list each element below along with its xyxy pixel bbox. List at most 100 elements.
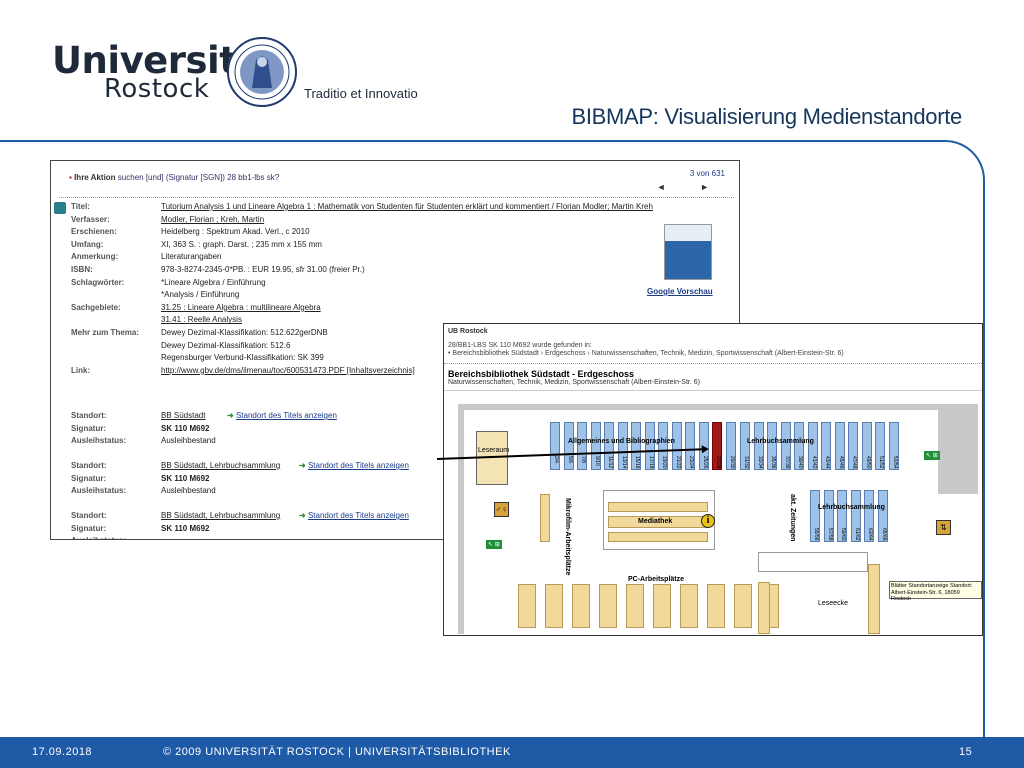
paging-count: 3 von 631 bbox=[689, 169, 725, 178]
shelf[interactable] bbox=[837, 490, 847, 542]
shelf-code: 13/14 bbox=[620, 456, 627, 469]
field-label: Sachgebiete: bbox=[71, 302, 121, 312]
pc-desk[interactable] bbox=[653, 584, 671, 628]
shelf[interactable] bbox=[861, 422, 872, 470]
shelf[interactable] bbox=[821, 422, 831, 470]
shelf[interactable] bbox=[767, 422, 777, 470]
shelf[interactable] bbox=[658, 422, 668, 470]
shelf-code: 21/22 bbox=[674, 456, 681, 469]
shelf[interactable] bbox=[780, 422, 791, 470]
motto: Traditio et Innovatio bbox=[304, 86, 418, 101]
holding-value[interactable]: BB Südstadt, Lehrbuchsammlung bbox=[161, 461, 281, 470]
catalog-field-row: Dewey Dezimal-Klassifikation: 512.6 bbox=[71, 341, 731, 352]
shelf-code: 9/10 bbox=[593, 456, 600, 466]
field-value[interactable]: 31.25 : Lineare Algebra : multilineare A… bbox=[161, 302, 321, 312]
shelf[interactable] bbox=[725, 422, 736, 470]
shelf[interactable] bbox=[644, 422, 655, 470]
shelf-code: 35/36 bbox=[770, 456, 776, 469]
footer-date: 17.09.2018 bbox=[32, 746, 93, 758]
pc-desk[interactable] bbox=[572, 584, 590, 628]
paging-arrows[interactable]: ◄ ► bbox=[656, 182, 725, 192]
pc-desk[interactable] bbox=[707, 584, 725, 628]
location-tooltip: Blätter Standortanzeige Standort: Albert… bbox=[889, 581, 982, 602]
holding-row: Standort:BB Südstadt, Lehrbuchsammlung➜ … bbox=[71, 461, 731, 472]
catalog-search-bar: ▪ Ihre Aktion suchen [und] (Signatur [SG… bbox=[59, 169, 729, 197]
shelf[interactable] bbox=[577, 422, 587, 470]
shelf[interactable] bbox=[877, 490, 888, 542]
pc-desk[interactable] bbox=[626, 584, 644, 628]
arrow-right-icon: ➜ bbox=[299, 461, 308, 470]
shelf[interactable] bbox=[823, 490, 834, 542]
shelf[interactable] bbox=[563, 422, 574, 470]
show-location-group: ➜ Standort des Titels anzeigen bbox=[293, 461, 409, 470]
shelf[interactable] bbox=[875, 422, 885, 470]
shelf[interactable] bbox=[834, 422, 845, 470]
holding-row: Ausleihstatus:Ausleihbestand bbox=[71, 436, 731, 447]
pc-desk[interactable] bbox=[680, 584, 698, 628]
field-label: Mehr zum Thema: bbox=[71, 328, 140, 337]
shelf-group-label-textbooks-2: Lehrbuchsammlung bbox=[818, 504, 885, 511]
field-value: XI, 363 S. : graph. Darst. ; 235 mm x 15… bbox=[161, 239, 322, 249]
show-location-link[interactable]: Standort des Titels anzeigen bbox=[307, 461, 409, 470]
shelf[interactable] bbox=[631, 422, 641, 470]
shelf-code: 55/56 bbox=[813, 528, 819, 541]
footer-bar: 17.09.2018 © 2009 UNIVERSITÄT ROSTOCK | … bbox=[0, 737, 1024, 768]
catalog-field-row: Sachgebiete: 31.25 : Lineare Algebra : mu… bbox=[71, 303, 731, 314]
field-label: Anmerkung: bbox=[71, 252, 119, 262]
pc-desk[interactable] bbox=[599, 584, 617, 628]
shelf[interactable] bbox=[740, 422, 750, 470]
shelf[interactable] bbox=[864, 490, 874, 542]
pc-desk[interactable] bbox=[518, 584, 536, 628]
shelf[interactable] bbox=[550, 422, 560, 470]
field-value[interactable]: http://www.gbv.de/dms/ilmenau/toc/600531… bbox=[161, 365, 415, 375]
holding-value[interactable]: BB Südstadt, Lehrbuchsammlung bbox=[161, 511, 281, 520]
holding-row: Standort:BB Südstadt, Lehrbuchsammlung➜ … bbox=[71, 511, 731, 522]
shelf-code: 49/50 bbox=[864, 456, 871, 469]
field-value: Regensburger Verbund-Klassifikation: SK … bbox=[161, 353, 324, 363]
shelf[interactable] bbox=[794, 422, 804, 470]
field-label: Schlagwörter: bbox=[71, 277, 125, 287]
pc-desk[interactable] bbox=[545, 584, 563, 628]
shelf-highlighted[interactable] bbox=[712, 422, 722, 470]
holding-row: Ausleihstatus: bbox=[71, 536, 731, 539]
shelf-code: 11/12 bbox=[607, 456, 613, 469]
shelf[interactable] bbox=[671, 422, 682, 470]
catalog-field-row: Anmerkung:Literaturangaben bbox=[71, 252, 731, 263]
shelf[interactable] bbox=[753, 422, 764, 470]
shelf[interactable] bbox=[604, 422, 614, 470]
catalog-field-row: Link:http://www.gbv.de/dms/ilmenau/toc/6… bbox=[71, 366, 731, 377]
shelf[interactable] bbox=[810, 490, 820, 542]
google-preview-link[interactable]: Google Vorschau bbox=[647, 287, 713, 296]
shelf[interactable] bbox=[850, 490, 861, 542]
show-location-link[interactable]: Standort des Titels anzeigen bbox=[235, 411, 337, 420]
field-value: 978-3-8274-2345-0*PB. : EUR 19.95, sfr 3… bbox=[161, 265, 365, 274]
shelf-code: 5/6 bbox=[566, 456, 573, 463]
pc-workstations-label: PC-Arbeitsplätze bbox=[628, 576, 685, 583]
field-label: Umfang: bbox=[71, 239, 104, 249]
field-value[interactable]: Modler, Florian ; Kreh, Martin bbox=[161, 214, 265, 224]
shelf[interactable] bbox=[807, 422, 818, 470]
emergency-exit-icon: ↖ ⊞ bbox=[486, 540, 502, 549]
shelf[interactable] bbox=[888, 422, 899, 470]
book-cover-thumbnail[interactable] bbox=[664, 224, 712, 280]
info-desk-icon[interactable]: i bbox=[701, 514, 715, 528]
shelf[interactable] bbox=[590, 422, 601, 470]
show-location-group: ➜ Standort des Titels anzeigen bbox=[293, 511, 409, 520]
microfilm-desk[interactable] bbox=[540, 494, 550, 542]
holding-row: Standort:BB Südstadt➜ Standort des Titel… bbox=[71, 411, 731, 422]
shelf[interactable] bbox=[848, 422, 858, 470]
holding-label: Signatur: bbox=[71, 523, 107, 533]
holding-value[interactable]: BB Südstadt bbox=[161, 411, 206, 420]
emergency-exit-icon: ↖ ⊞ bbox=[924, 451, 940, 460]
field-value[interactable]: 31.41 : Reelle Analysis bbox=[161, 315, 242, 325]
field-value: Dewey Dezimal-Klassifikation: 512.6 bbox=[161, 340, 291, 350]
field-value: *Analysis / Einführung bbox=[161, 290, 240, 300]
reading-room-label: Leseraum bbox=[478, 447, 510, 454]
shelf[interactable] bbox=[685, 422, 695, 470]
catalog-field-row: Titel:Tutorium Analysis 1 und Lineare Al… bbox=[71, 202, 731, 213]
shelf[interactable] bbox=[617, 422, 628, 470]
show-location-link[interactable]: Standort des Titels anzeigen bbox=[307, 511, 409, 520]
map-found-text: 28/BB1-LBS SK 110 M692 wurde gefunden in… bbox=[448, 342, 592, 349]
field-value[interactable]: Tutorium Analysis 1 und Lineare Algebra … bbox=[161, 202, 653, 211]
pc-desk[interactable] bbox=[734, 584, 752, 628]
